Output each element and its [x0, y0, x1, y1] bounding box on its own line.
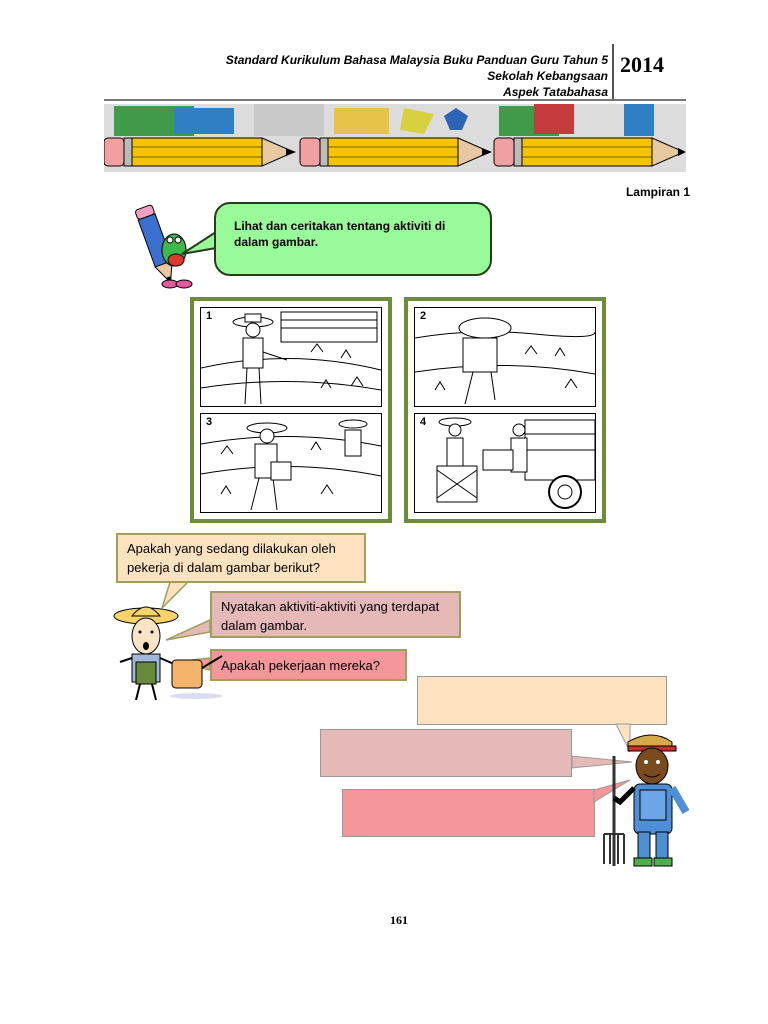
- picture-1: 1: [200, 307, 382, 407]
- header-separator: [612, 44, 614, 100]
- picture-panel-left: 1 3: [190, 297, 392, 523]
- farmers-loading-truck-illustration: [436, 417, 596, 509]
- picture-panel-right: 2 4: [404, 297, 606, 523]
- panel-number-3: 3: [206, 416, 213, 428]
- farmers-harvest-illustration: [200, 419, 382, 511]
- speech-tails-right: [571, 723, 633, 803]
- pencil-banner-image: [104, 104, 686, 172]
- question-box-1: Apakah yang sedang dilakukan oleh pekerj…: [116, 533, 366, 583]
- farmer-planting-illustration: [200, 311, 382, 405]
- picture-4: 4: [414, 413, 596, 513]
- running-header: Standard Kurikulum Bahasa Malaysia Buku …: [148, 52, 608, 100]
- panel-number-4: 4: [420, 416, 427, 428]
- picture-3: 3: [200, 413, 382, 513]
- question-2-text: Nyatakan aktiviti-aktiviti yang terdapat…: [221, 599, 440, 633]
- panel-number-2: 2: [420, 310, 427, 322]
- pencil-3-icon: [493, 137, 686, 167]
- farmer-pitchfork-icon: [603, 734, 690, 867]
- page-number: 161: [390, 913, 408, 927]
- question-1-text: Apakah yang sedang dilakukan oleh pekerj…: [127, 541, 336, 575]
- question-box-2: Nyatakan aktiviti-aktiviti yang terdapat…: [210, 591, 461, 638]
- panel-number-1: 1: [206, 310, 213, 322]
- header-year: 2014: [620, 52, 664, 77]
- header-line-1: Standard Kurikulum Bahasa Malaysia Buku …: [225, 53, 608, 67]
- instruction-text: Lihat dan ceritakan tentang aktiviti di …: [234, 219, 446, 249]
- instruction-bubble: Lihat dan ceritakan tentang aktiviti di …: [214, 202, 492, 276]
- answer-box-3[interactable]: [342, 789, 595, 837]
- answer-box-2[interactable]: [320, 729, 572, 777]
- picture-2: 2: [414, 307, 596, 407]
- appendix-label: Lampiran 1: [625, 185, 690, 199]
- pencil-mascot-icon: [135, 204, 193, 289]
- pencil-2-icon: [299, 137, 492, 167]
- question-box-3: Apakah pekerjaan mereka?: [210, 649, 407, 681]
- answer-box-1[interactable]: [417, 676, 667, 725]
- header-line-2: Sekolah Kebangsaan: [487, 69, 608, 83]
- header-rule: [104, 99, 686, 101]
- farmer-watering-can-icon: [113, 606, 223, 701]
- header-line-3: Aspek Tatabahasa: [503, 85, 608, 99]
- farmer-watering-illustration: [414, 317, 596, 405]
- pencil-1-icon: [104, 137, 296, 167]
- question-3-text: Apakah pekerjaan mereka?: [221, 658, 380, 673]
